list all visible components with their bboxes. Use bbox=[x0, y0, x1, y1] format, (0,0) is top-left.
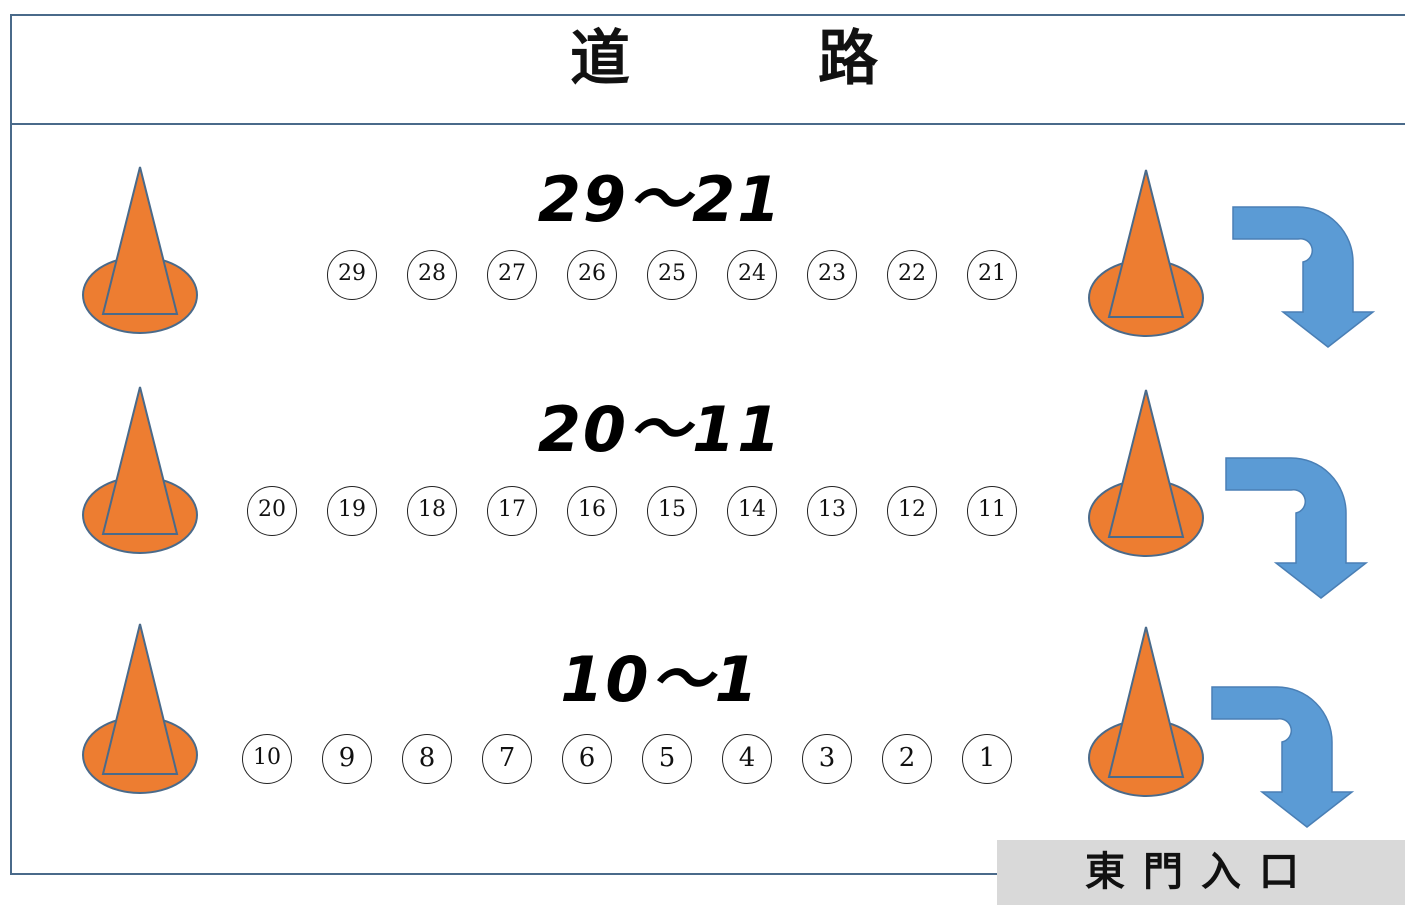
parking-spot-27: 27 bbox=[487, 250, 537, 300]
parking-spot-13: 13 bbox=[807, 486, 857, 536]
turn-arrow-3 bbox=[1211, 686, 1355, 828]
east-gate-label: 東門入口 bbox=[1085, 849, 1317, 895]
parking-area-frame bbox=[10, 14, 1405, 875]
parking-spot-26: 26 bbox=[567, 250, 617, 300]
cone-right-1 bbox=[1088, 169, 1204, 337]
parking-spot-25: 25 bbox=[647, 250, 697, 300]
parking-spot-11: 11 bbox=[967, 486, 1017, 536]
parking-spot-10: 10 bbox=[242, 734, 292, 784]
east-gate-entrance: 東門入口 bbox=[997, 840, 1405, 905]
parking-spot-3: 3 bbox=[802, 734, 852, 784]
cone-left-2 bbox=[82, 386, 198, 554]
parking-spot-21: 21 bbox=[967, 250, 1017, 300]
parking-spot-12: 12 bbox=[887, 486, 937, 536]
parking-spot-16: 16 bbox=[567, 486, 617, 536]
row-title-10-1: 10～1 bbox=[560, 643, 760, 716]
parking-spot-23: 23 bbox=[807, 250, 857, 300]
parking-spot-6: 6 bbox=[562, 734, 612, 784]
parking-spot-14: 14 bbox=[727, 486, 777, 536]
row-title-20-11: 20～11 bbox=[537, 393, 783, 466]
row-title-29-21: 29～21 bbox=[537, 163, 783, 236]
turn-arrow-1 bbox=[1232, 206, 1376, 348]
parking-spot-15: 15 bbox=[647, 486, 697, 536]
cone-left-1 bbox=[82, 166, 198, 334]
parking-spot-24: 24 bbox=[727, 250, 777, 300]
road-header: 道 路 bbox=[0, 24, 1405, 94]
turn-arrow-2 bbox=[1225, 457, 1369, 599]
road-char-2: 路 bbox=[818, 24, 878, 94]
parking-spot-5: 5 bbox=[642, 734, 692, 784]
parking-spot-8: 8 bbox=[402, 734, 452, 784]
parking-spot-1: 1 bbox=[962, 734, 1012, 784]
parking-spot-9: 9 bbox=[322, 734, 372, 784]
parking-spot-28: 28 bbox=[407, 250, 457, 300]
cone-left-3 bbox=[82, 623, 198, 794]
cone-right-2 bbox=[1088, 389, 1204, 557]
parking-spot-29: 29 bbox=[327, 250, 377, 300]
road-char-1: 道 bbox=[570, 24, 630, 94]
parking-spot-4: 4 bbox=[722, 734, 772, 784]
parking-spot-18: 18 bbox=[407, 486, 457, 536]
parking-spot-17: 17 bbox=[487, 486, 537, 536]
cone-right-3 bbox=[1088, 626, 1204, 797]
parking-spot-7: 7 bbox=[482, 734, 532, 784]
parking-spot-22: 22 bbox=[887, 250, 937, 300]
parking-spot-20: 20 bbox=[247, 486, 297, 536]
parking-spot-19: 19 bbox=[327, 486, 377, 536]
road-divider-line bbox=[10, 123, 1405, 125]
parking-spot-2: 2 bbox=[882, 734, 932, 784]
